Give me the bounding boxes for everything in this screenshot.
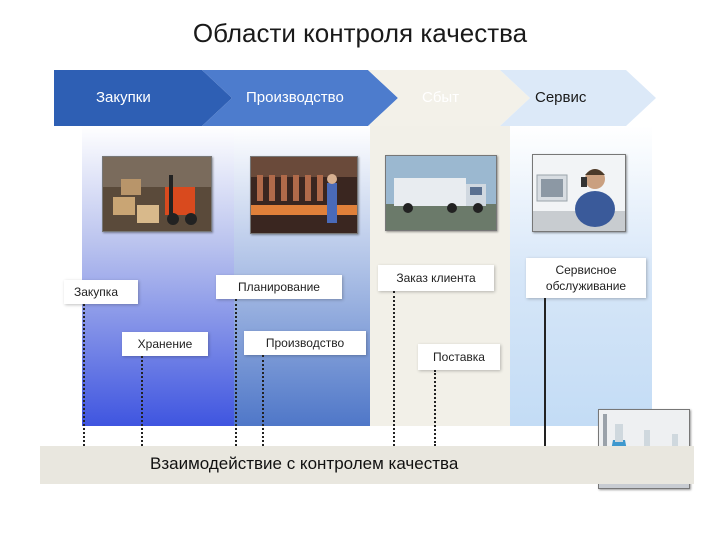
connector-zakupka xyxy=(83,304,85,446)
page-title: Области контроля качества xyxy=(192,18,528,48)
box-zakupka: Закупка xyxy=(64,280,138,304)
box-planirovanie: Планирование xyxy=(216,275,342,299)
chevron-servis xyxy=(500,70,656,126)
delivery-truck-image xyxy=(385,155,497,231)
box-servisnoe-obsluzhivanie: Сервисное обслуживание xyxy=(526,258,646,298)
quality-interaction-label: Взаимодействие с контролем качества xyxy=(150,454,459,473)
stage-chevrons xyxy=(54,70,656,126)
connector-hranenie xyxy=(141,356,143,446)
chevron-sbyt xyxy=(368,70,530,126)
connector-postavka xyxy=(434,370,436,446)
stage-label-servis: Сервис xyxy=(535,89,587,106)
stage-label-sbyt: Сбыт xyxy=(422,89,460,106)
chevron-proizvodstvo xyxy=(202,70,398,126)
stage-label-zakupki: Закупки xyxy=(96,89,151,106)
call-center-image xyxy=(532,154,626,232)
connector-zakaz xyxy=(393,291,395,446)
connector-planirovanie-2 xyxy=(262,355,264,446)
connector-planirovanie-1 xyxy=(235,299,237,446)
stage-label-proizvodstvo: Производство xyxy=(246,89,344,106)
box-hranenie: Хранение xyxy=(122,332,208,356)
box-servis-line2: обслуживание xyxy=(545,279,627,293)
warehouse-forklift-image xyxy=(102,156,212,232)
connector-servis xyxy=(544,298,546,446)
box-servis-line1: Сервисное xyxy=(555,263,617,277)
quality-interaction-bar: Взаимодействие с контролем качества xyxy=(40,446,694,484)
box-postavka: Поставка xyxy=(418,344,500,370)
chevron-zakupki xyxy=(54,70,232,126)
box-zakaz-klienta: Заказ клиента xyxy=(378,265,494,291)
box-proizvodstvo: Производство xyxy=(244,331,366,355)
production-line-image xyxy=(250,156,358,234)
